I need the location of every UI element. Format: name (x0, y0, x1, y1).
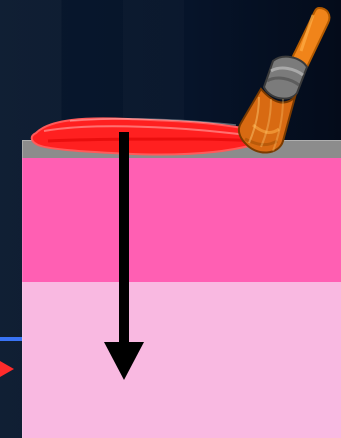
layered-substrate (22, 140, 341, 438)
pink-layer-light (22, 282, 341, 438)
triangle-pointer-icon (0, 361, 14, 377)
down-arrow-icon (104, 132, 144, 382)
left-blue-line (0, 337, 24, 341)
pink-layer-dark (22, 158, 341, 282)
paintbrush-icon (215, 5, 341, 165)
